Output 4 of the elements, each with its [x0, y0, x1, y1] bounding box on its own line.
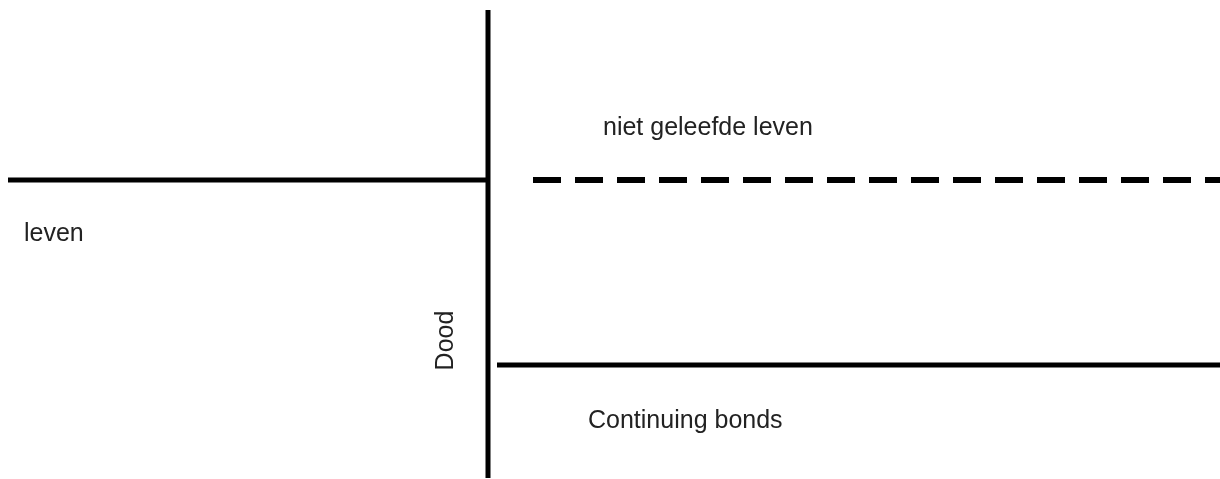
- axis-label: Dood: [432, 310, 458, 370]
- region-label: leven: [24, 220, 84, 245]
- region-label: Continuing bonds: [588, 407, 783, 432]
- region-label: niet geleefde leven: [603, 114, 813, 139]
